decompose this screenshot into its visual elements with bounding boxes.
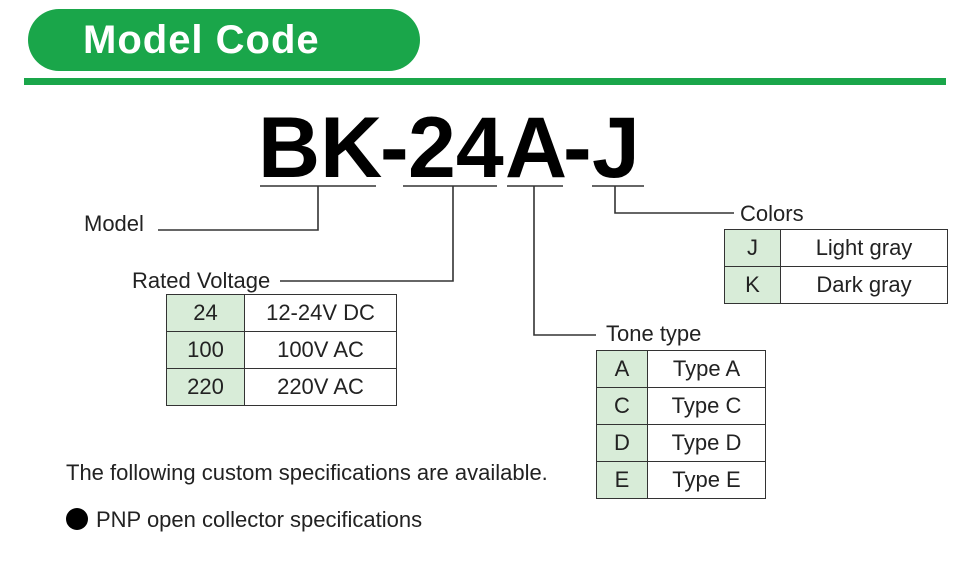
page-title: Model Code — [83, 18, 320, 62]
tone-type-table: A Type A C Type C D Type D E Type E — [596, 350, 766, 499]
bullet-dot-icon — [66, 508, 88, 530]
leader-model — [158, 186, 319, 231]
table-cell-code: J — [724, 229, 781, 267]
table-cell-desc: 220V AC — [244, 368, 397, 406]
leader-colors — [614, 186, 734, 214]
table-cell-desc: Type A — [647, 350, 766, 388]
table-row: 24 12-24V DC — [166, 294, 397, 332]
leader-rated-voltage — [280, 186, 454, 282]
table-row: J Light gray — [724, 229, 948, 267]
model-code-dash-1: - — [380, 100, 409, 196]
table-cell-code: 24 — [166, 294, 245, 332]
colors-table: J Light gray K Dark gray — [724, 229, 948, 304]
header-banner — [28, 9, 420, 71]
label-colors: Colors — [740, 201, 804, 226]
label-rated-voltage: Rated Voltage — [132, 268, 271, 293]
model-code-dash-2: - — [563, 100, 592, 196]
table-row: A Type A — [596, 350, 766, 388]
table-cell-desc: Light gray — [780, 229, 948, 267]
table-row: C Type C — [596, 387, 766, 425]
table-row: E Type E — [596, 461, 766, 499]
table-cell-code: K — [724, 266, 781, 304]
rated-voltage-table: 24 12-24V DC 100 100V AC 220 220V AC — [166, 294, 397, 406]
bullet-item: PNP open collector specifications — [66, 506, 422, 534]
table-cell-desc: Type D — [647, 424, 766, 462]
label-tone-type: Tone type — [606, 321, 702, 346]
table-cell-code: 220 — [166, 368, 245, 406]
model-code-seg-j: J — [592, 100, 640, 196]
table-cell-desc: Type C — [647, 387, 766, 425]
label-model: Model — [84, 211, 144, 236]
table-row: K Dark gray — [724, 266, 948, 304]
header-divider — [24, 78, 946, 85]
table-cell-desc: 12-24V DC — [244, 294, 397, 332]
table-cell-code: C — [596, 387, 648, 425]
leader-tone-type — [533, 186, 596, 336]
table-cell-code: A — [596, 350, 648, 388]
table-cell-desc: Dark gray — [780, 266, 948, 304]
model-code-seg-bk: BK — [258, 100, 383, 196]
table-cell-desc: 100V AC — [244, 331, 397, 369]
table-cell-code: 100 — [166, 331, 245, 369]
table-cell-code: D — [596, 424, 648, 462]
table-cell-desc: Type E — [647, 461, 766, 499]
model-code-seg-24: 24 — [408, 100, 504, 196]
custom-spec-note: The following custom specifications are … — [66, 460, 548, 485]
bullet-text: PNP open collector specifications — [96, 507, 423, 532]
table-row: 220 220V AC — [166, 368, 397, 406]
table-row: 100 100V AC — [166, 331, 397, 369]
model-code-seg-a: A — [505, 100, 568, 196]
table-row: D Type D — [596, 424, 766, 462]
table-cell-code: E — [596, 461, 648, 499]
